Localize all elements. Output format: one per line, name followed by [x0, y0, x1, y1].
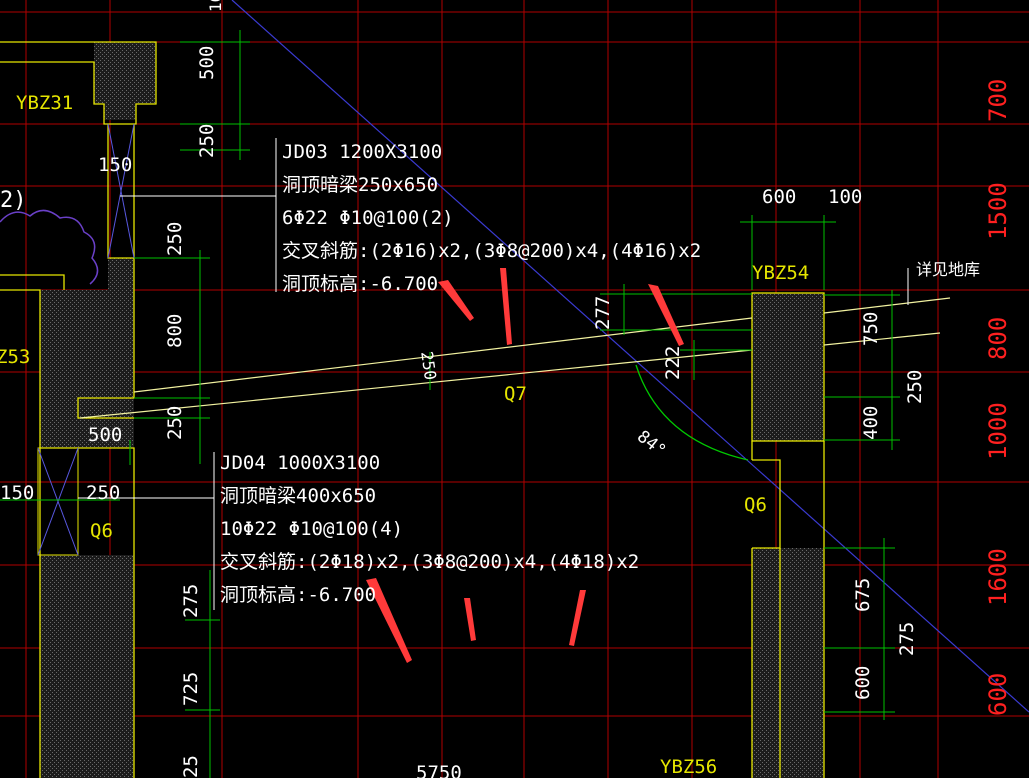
grid-dim-1600: 1600 — [984, 548, 1012, 606]
jd03-cross-rebar: 交叉斜筋:(2Φ16)x2,(3Φ8@200)x4,(4Φ16)x2 — [282, 240, 702, 262]
dim-277: 277 — [592, 295, 614, 330]
jd04-hidden-beam: 洞顶暗梁400x650 — [220, 485, 377, 507]
dim-800: 800 — [164, 313, 186, 348]
label-q6-right: Q6 — [744, 494, 767, 516]
jd03-rebar: 6Φ22 Φ10@100(2) — [282, 207, 454, 229]
jd03-title: JD03 1200X3100 — [282, 141, 443, 163]
jd04-rebar: 10Φ22 Φ10@100(4) — [220, 518, 404, 540]
wall-hatching — [40, 42, 824, 778]
dim-150-top: 150 — [98, 154, 133, 176]
label-paren2: 2) — [0, 188, 27, 213]
grid-dim-700: 700 — [984, 78, 1012, 122]
dim-100-top: 100 — [828, 186, 863, 208]
dim-250-diag: 250 — [417, 350, 441, 382]
label-ybz56: YBZ56 — [660, 756, 718, 778]
label-z53: Z53 — [0, 346, 31, 368]
jd03-label: JD03 1200X3100 洞顶暗梁250x650 6Φ22 Φ10@100(… — [282, 136, 701, 301]
jd04-cross-rebar: 交叉斜筋:(2Φ18)x2,(3Φ8@200)x4,(4Φ18)x2 — [220, 551, 640, 573]
jd03-elevation: 洞顶标高:-6.700 — [282, 273, 439, 295]
dim-275-right: 275 — [896, 621, 918, 656]
label-q7: Q7 — [504, 383, 527, 405]
dim-600-bottom: 600 — [852, 665, 874, 700]
opening-crosses — [37, 123, 135, 556]
annotation-arrows — [366, 268, 684, 663]
dim-750: 750 — [860, 311, 882, 346]
dimension-lines — [0, 30, 900, 778]
dim-250-right: 250 — [904, 369, 926, 404]
label-q6-left: Q6 — [90, 520, 113, 542]
label-ybz31: YBZ31 — [16, 92, 74, 114]
jd03-hidden-beam: 洞顶暗梁250x650 — [282, 174, 439, 196]
dim-675: 675 — [852, 577, 874, 612]
angle-arc — [635, 364, 749, 461]
jd04-title: JD04 1000X3100 — [220, 452, 381, 474]
leader-lines — [78, 138, 909, 610]
dim-5750: 5750 — [416, 762, 462, 778]
axis-diagonal — [231, 0, 1029, 713]
dim-250-c: 250 — [86, 482, 121, 504]
dim-10-top: 10 — [206, 0, 225, 12]
dim-222: 222 — [662, 345, 684, 380]
dim-400: 400 — [860, 405, 882, 440]
label-detail-note: 详见地库 — [916, 260, 981, 279]
jd04-elevation: 洞顶标高:-6.700 — [220, 584, 377, 606]
dim-600-top: 600 — [762, 186, 797, 208]
dim-500-top: 500 — [196, 45, 218, 80]
jd04-label: JD04 1000X3100 洞顶暗梁400x650 10Φ22 Φ10@100… — [220, 447, 639, 612]
dim-725: 725 — [180, 671, 202, 706]
dim-150-b: 150 — [0, 482, 35, 504]
grid-dim-800: 800 — [984, 316, 1012, 360]
dim-250-a: 250 — [164, 221, 186, 256]
revision-cloud — [0, 209, 99, 285]
dim-250-top: 250 — [196, 123, 218, 158]
grid-dim-1000: 1000 — [984, 402, 1012, 460]
dim-275-left: 275 — [180, 583, 202, 618]
dim-500-b: 500 — [88, 424, 123, 446]
label-ybz54: YBZ54 — [752, 262, 810, 284]
grid-dim-600: 600 — [984, 672, 1012, 716]
grid-dim-1500: 1500 — [984, 182, 1012, 240]
dim-25: 25 — [180, 755, 202, 778]
dim-250-b: 250 — [164, 405, 186, 440]
